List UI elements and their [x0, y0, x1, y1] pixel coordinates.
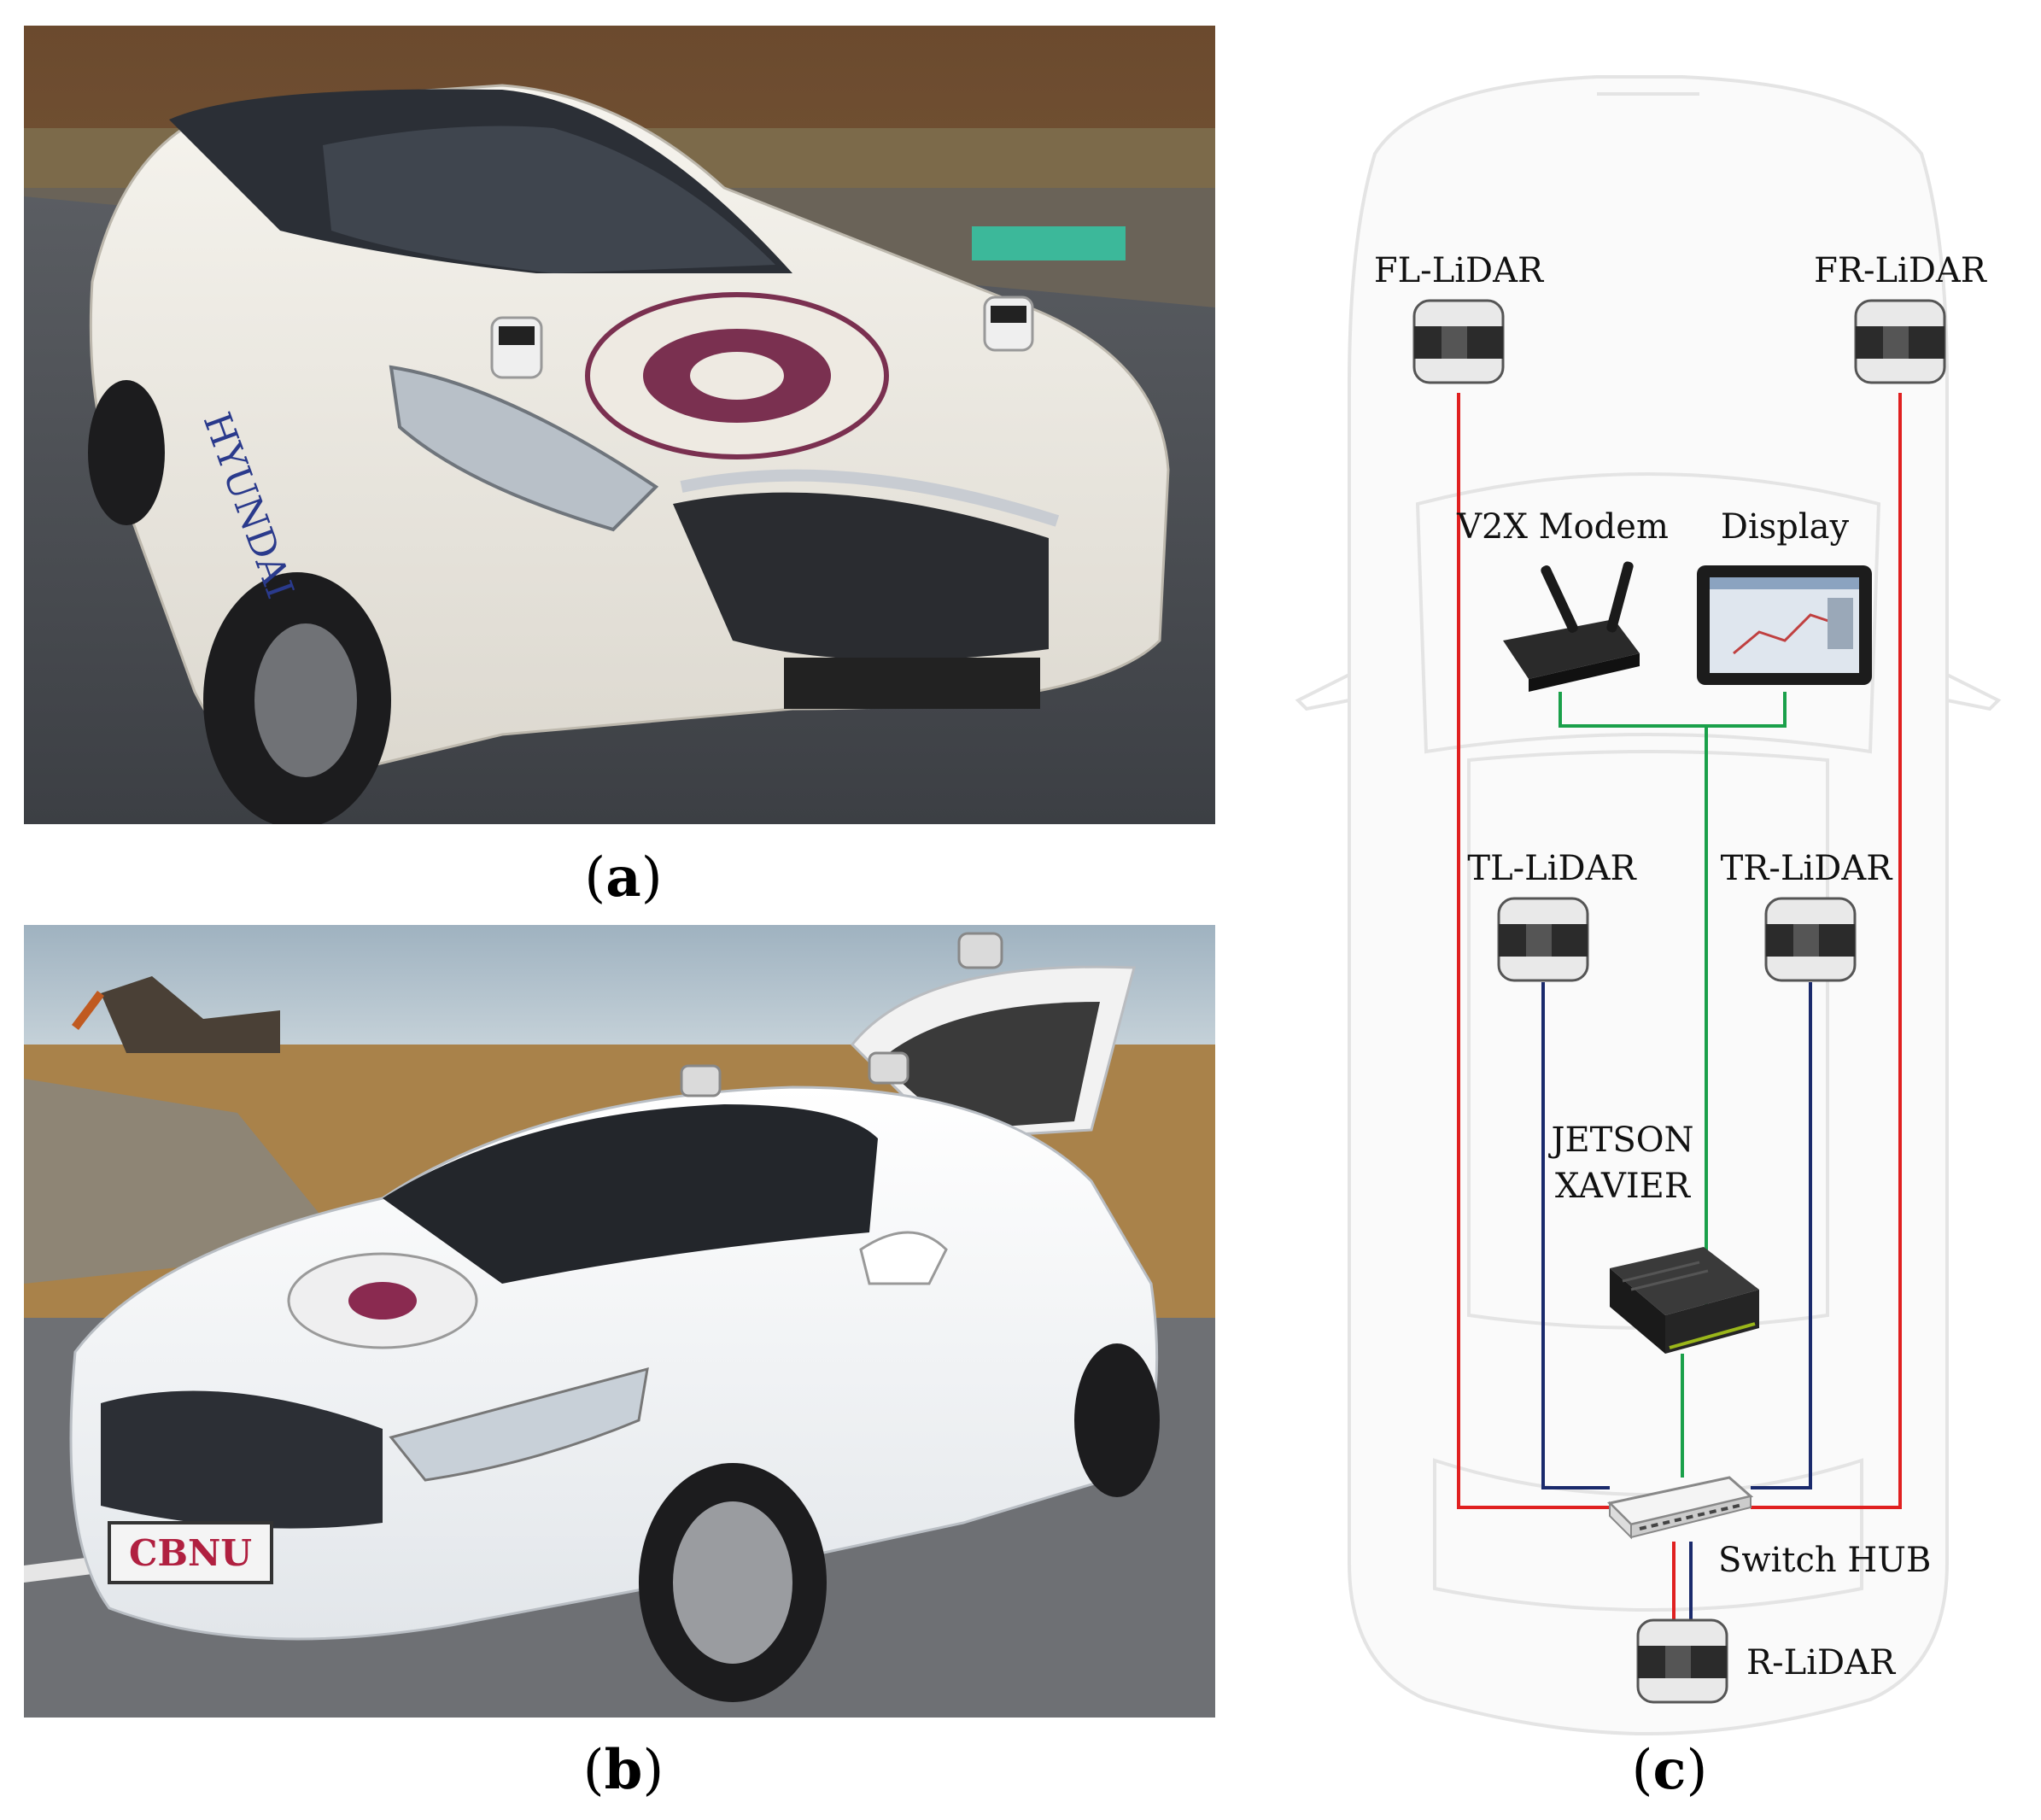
v2x-cable [1559, 692, 1787, 728]
tr-lidar-cable [1751, 982, 1812, 1489]
tl-lidar-label: TL-LiDAR [1467, 849, 1637, 888]
fr-lidar-photo-a [983, 296, 1034, 352]
jetson-xavier-icon [1610, 1247, 1759, 1354]
tl-lidar-icon [1497, 897, 1589, 982]
university-emblem-b [287, 1252, 478, 1349]
license-plate-text-b: CBNU [129, 1532, 252, 1574]
caption-c: (c) [1631, 1738, 1708, 1802]
v2x-modem-label: V2X Modem [1456, 507, 1669, 547]
tl-lidar-cable [1541, 982, 1610, 1489]
switch-hub-label: Switch HUB [1718, 1541, 1931, 1580]
fl-lidar-label: FL-LiDAR [1374, 251, 1545, 290]
photo-a: HYUNDAI [24, 26, 1215, 824]
photo-b-illustration: CBNU [24, 925, 1215, 1718]
fl-lidar-cable [1457, 393, 1610, 1509]
caption-a: (a) [584, 846, 663, 910]
fl-lidar-photo-a [490, 316, 543, 379]
switch-hub-icon [1606, 1476, 1754, 1540]
r-lidar-icon [1636, 1618, 1728, 1704]
car-top-view-outline [1295, 75, 2002, 1736]
photo-b: CBNU [24, 925, 1215, 1718]
tr-lidar-label: TR-LiDAR [1721, 849, 1894, 888]
display-label: Display [1721, 507, 1850, 547]
display-icon [1697, 565, 1872, 685]
sensor-layout-svg: FL-LiDAR FR-LiDAR V2X Modem Display TL-L… [1295, 75, 2002, 1736]
caption-b: (b) [582, 1738, 664, 1802]
fr-lidar-label: FR-LiDAR [1814, 251, 1988, 290]
r-lidar-label: R-LiDAR [1746, 1643, 1897, 1682]
university-emblem-a [585, 292, 889, 459]
jetson-label-line2: XAVIER [1555, 1167, 1692, 1206]
jetson-label-line1: JETSON [1547, 1121, 1693, 1160]
fr-lidar-cable [1751, 393, 1902, 1509]
v2x-modem-icon [1503, 561, 1640, 692]
photo-a-illustration: HYUNDAI [24, 26, 1215, 824]
fr-lidar-icon [1854, 299, 1946, 384]
fl-lidar-icon [1412, 299, 1505, 384]
sensor-layout-diagram: FL-LiDAR FR-LiDAR V2X Modem Display TL-L… [1272, 26, 2041, 1759]
tr-lidar-icon [1764, 897, 1857, 982]
